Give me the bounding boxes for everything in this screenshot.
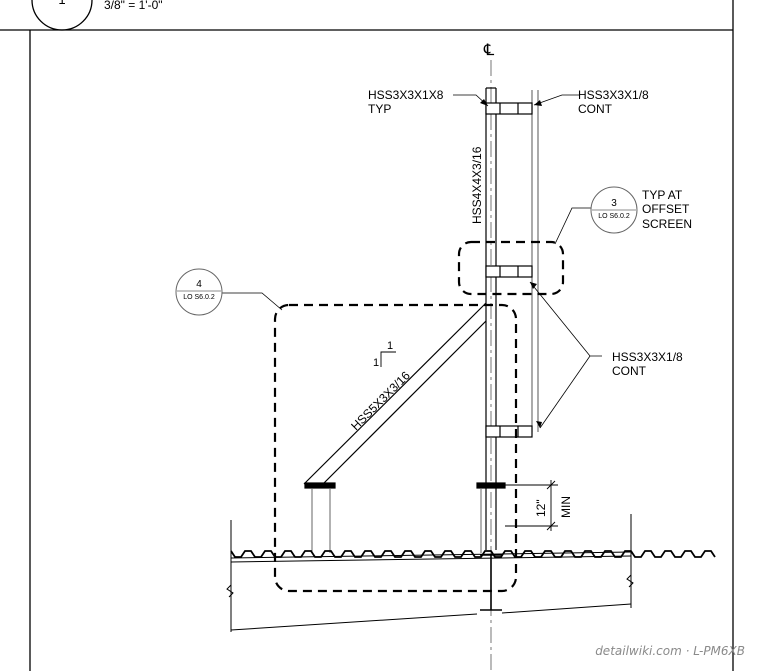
callout-cont-top-line2: CONT (578, 102, 613, 116)
slope-indicator: 1 1 (373, 340, 396, 369)
callout-cont-lower-line2: CONT (612, 364, 647, 378)
sheet-border (0, 0, 734, 671)
offset-note-line3: SCREEN (642, 217, 692, 231)
slope-rise: 1 (387, 340, 393, 352)
vertical-post (485, 87, 497, 550)
detail-ref-3-number: 3 (611, 198, 617, 209)
detail-scale: 3/8" = 1'-0" (104, 0, 163, 12)
leader-arrowheads (480, 99, 542, 428)
callout-cont-top-line1: HSS3X3X1/8 (578, 88, 649, 102)
detail-boundaries (273, 240, 565, 593)
watermark: detailwiki.com · L-PM6XB (595, 644, 745, 658)
cross-member-top (485, 102, 533, 115)
detail-ref-3[interactable]: 3 LO S6.0.2 (590, 186, 638, 234)
diagonal-brace (303, 302, 487, 485)
detail-title-block: 1 3/8" = 1'-0" (31, 0, 163, 31)
detail-ref-4-number: 4 (196, 279, 202, 290)
hss-cross-members (485, 102, 533, 438)
detail-boundary-3 (457, 240, 565, 296)
cross-member-middle (485, 265, 533, 278)
callout-cont-lower-line1: HSS3X3X1/8 (612, 350, 683, 364)
detail-boundary-4 (273, 303, 518, 593)
slope-run: 1 (373, 357, 379, 369)
screen-bar (531, 90, 539, 432)
dimension-12-min (505, 480, 558, 531)
detail-title-bubble (31, 0, 93, 31)
dimension-qualifier: MIN (559, 496, 573, 518)
detail-ref-4-sheet: LO S6.0.2 (183, 294, 215, 301)
callout-brace-label: HSS5X3X3/16 (348, 368, 413, 433)
centerline-symbol: ℄ (483, 42, 495, 59)
detail-ref-4[interactable]: 4 LO S6.0.2 (175, 268, 223, 316)
offset-note-line1: TYP AT (642, 188, 683, 202)
callout-typ-member-line1: HSS3X3X1X8 (368, 88, 444, 102)
offset-note-line2: OFFSET (642, 202, 690, 216)
callout-typ-member-line2: TYP (368, 102, 391, 116)
detail-title-number: 1 (58, 0, 65, 7)
steel-beam (480, 554, 502, 611)
detail-ref-3-sheet: LO S6.0.2 (598, 213, 630, 220)
dimension-value: 12" (534, 499, 548, 517)
callout-post-label: HSS4X4X3/16 (470, 146, 484, 224)
cross-member-bottom (485, 425, 533, 438)
centerline: ℄ (483, 42, 495, 671)
base-plates (304, 482, 506, 553)
leader-lines (215, 94, 612, 429)
roof-deck (226, 514, 716, 632)
